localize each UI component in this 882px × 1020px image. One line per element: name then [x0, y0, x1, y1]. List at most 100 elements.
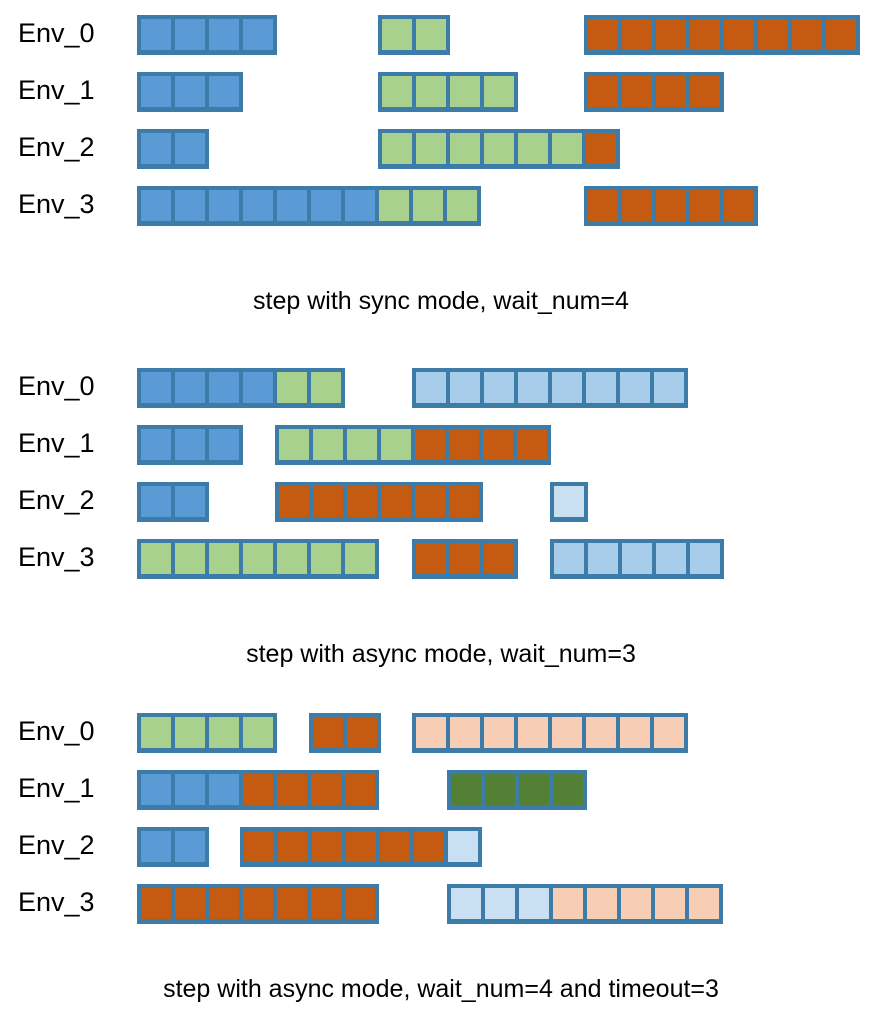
step-block	[137, 770, 379, 810]
step-cell-green	[175, 717, 205, 748]
step-cell-lightblue	[518, 372, 549, 403]
timeline-row: Env_3	[0, 181, 882, 227]
step-cell-green	[141, 543, 171, 574]
step-block	[377, 72, 518, 112]
step-cell-orange	[690, 76, 721, 107]
step-cell-blue	[141, 133, 171, 164]
step-cell-orange	[690, 19, 721, 50]
step-cell-orange	[346, 486, 377, 517]
step-cell-blue	[243, 19, 273, 50]
env-row-label: Env_2	[18, 485, 95, 515]
step-block	[240, 827, 483, 867]
step-cell-green	[381, 76, 412, 107]
step-cell-orange	[724, 19, 755, 50]
step-cell-green	[449, 76, 480, 107]
step-block	[137, 186, 481, 226]
step-cell-green	[415, 133, 446, 164]
step-cell-green	[379, 190, 409, 221]
step-cell-orange	[175, 888, 205, 919]
step-cell-blue	[175, 429, 205, 460]
step-cell-blue	[175, 831, 205, 862]
step-cell-peach	[586, 717, 617, 748]
step-cell-orange	[482, 429, 513, 460]
timeline-row: Env_3	[0, 879, 882, 925]
step-cell-orange	[826, 19, 857, 50]
step-cell-lightblue	[655, 543, 686, 574]
step-cell-orange	[347, 717, 377, 748]
step-cell-orange	[448, 486, 479, 517]
step-cell-blue	[243, 372, 273, 403]
step-cell-blue	[141, 831, 171, 862]
step-cell-orange	[346, 831, 377, 862]
step-block	[584, 72, 725, 112]
step-cell-peach	[586, 888, 617, 919]
step-cell-blue	[175, 19, 205, 50]
step-block	[274, 482, 483, 522]
panel-caption: step with async mode, wait_num=4 and tim…	[163, 975, 719, 1003]
step-cell-orange	[656, 19, 687, 50]
step-cell-orange	[656, 190, 687, 221]
step-cell-orange	[243, 774, 273, 805]
step-block	[412, 368, 689, 408]
env-row-label: Env_2	[18, 132, 95, 162]
step-cell-lightblue	[586, 372, 617, 403]
step-cell-orange	[277, 888, 307, 919]
step-cell-green	[209, 717, 239, 748]
timeline-row: Env_0	[0, 363, 882, 409]
step-cell-blue	[175, 774, 205, 805]
step-cell-green	[209, 543, 239, 574]
step-cell-green	[346, 429, 377, 460]
step-cell-orange	[450, 543, 481, 574]
step-cell-blue	[175, 76, 205, 107]
panel-caption: step with sync mode, wait_num=4	[253, 287, 629, 315]
step-cell-orange	[311, 888, 341, 919]
step-cell-paleblue	[553, 486, 584, 517]
step-cell-paleblue	[484, 888, 515, 919]
step-cell-green	[483, 76, 514, 107]
step-block	[309, 713, 381, 753]
step-block	[412, 713, 689, 753]
step-cell-green	[415, 76, 446, 107]
step-cell-orange	[724, 190, 755, 221]
step-cell-peach	[552, 888, 583, 919]
step-cell-blue	[141, 774, 171, 805]
step-cell-green	[243, 543, 273, 574]
panel-caption: step with async mode, wait_num=3	[246, 640, 636, 668]
timeline-row: Env_3	[0, 534, 882, 580]
step-cell-orange	[313, 717, 343, 748]
step-cell-lightblue	[689, 543, 720, 574]
step-cell-darkgreen	[450, 774, 481, 805]
timeline-row: Env_2	[0, 477, 882, 523]
step-cell-green	[141, 717, 171, 748]
step-block	[446, 770, 587, 810]
step-cell-orange	[792, 19, 823, 50]
step-cell-blue	[311, 190, 341, 221]
step-cell-peach	[620, 888, 651, 919]
step-cell-blue	[175, 486, 205, 517]
step-cell-orange	[656, 76, 687, 107]
step-cell-blue	[141, 486, 171, 517]
step-cell-green	[381, 19, 412, 50]
timeline-row: Env_1	[0, 67, 882, 113]
step-cell-green	[447, 190, 477, 221]
step-cell-green	[449, 133, 480, 164]
step-cell-peach	[518, 717, 549, 748]
step-cell-green	[311, 543, 341, 574]
step-cell-orange	[588, 19, 619, 50]
step-cell-orange	[588, 190, 619, 221]
step-cell-orange	[414, 429, 445, 460]
step-cell-green	[277, 543, 307, 574]
step-cell-lightblue	[621, 543, 652, 574]
step-cell-lightblue	[484, 372, 515, 403]
step-cell-blue	[209, 76, 239, 107]
step-cell-orange	[758, 19, 789, 50]
step-cell-peach	[620, 717, 651, 748]
env-row-label: Env_1	[18, 75, 95, 105]
step-cell-lightblue	[587, 543, 618, 574]
step-cell-lightblue	[553, 543, 584, 574]
step-cell-green	[311, 372, 341, 403]
step-cell-peach	[450, 717, 481, 748]
step-cell-orange	[516, 429, 547, 460]
step-cell-orange	[277, 774, 307, 805]
